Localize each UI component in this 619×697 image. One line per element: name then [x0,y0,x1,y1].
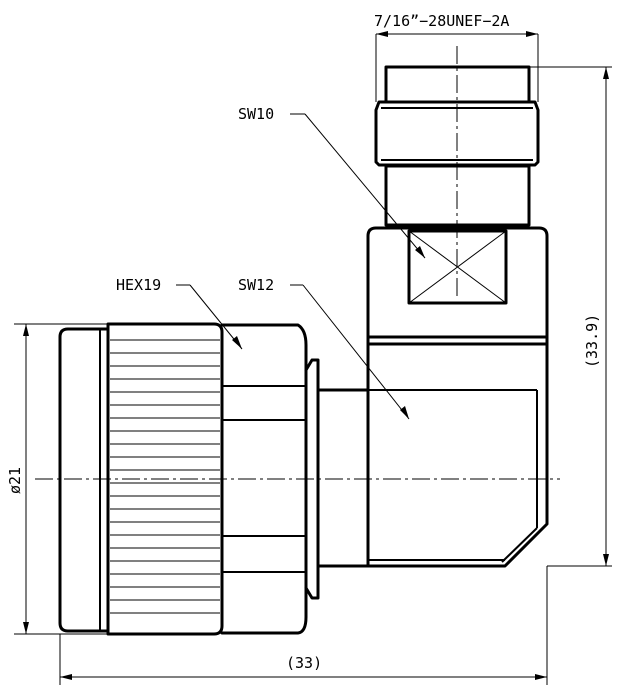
height-dimension-label: (33.9) [583,314,601,368]
thread-section [374,65,540,227]
leader-sw10 [290,113,426,259]
dimension-diameter [14,323,108,635]
knurled-nut [106,322,224,636]
hex-nut [220,323,320,635]
dimension-height [529,66,612,567]
sw12-label: SW12 [238,276,274,294]
elbow-body [316,335,549,568]
knurl-lines [110,339,220,614]
dimension-width [59,566,548,685]
hex19-label: HEX19 [116,276,161,294]
leader-hex19 [176,284,243,350]
centerlines [35,46,560,480]
width-dimension-label: (33) [286,654,322,672]
diameter-dimension-label: ø21 [6,467,24,494]
dimension-thread [375,31,539,102]
thread-label: 7/16”−28UNEF−2A [374,12,509,30]
front-plug [58,327,110,633]
leader-sw12 [290,284,410,420]
sw10-label: SW10 [238,105,274,123]
